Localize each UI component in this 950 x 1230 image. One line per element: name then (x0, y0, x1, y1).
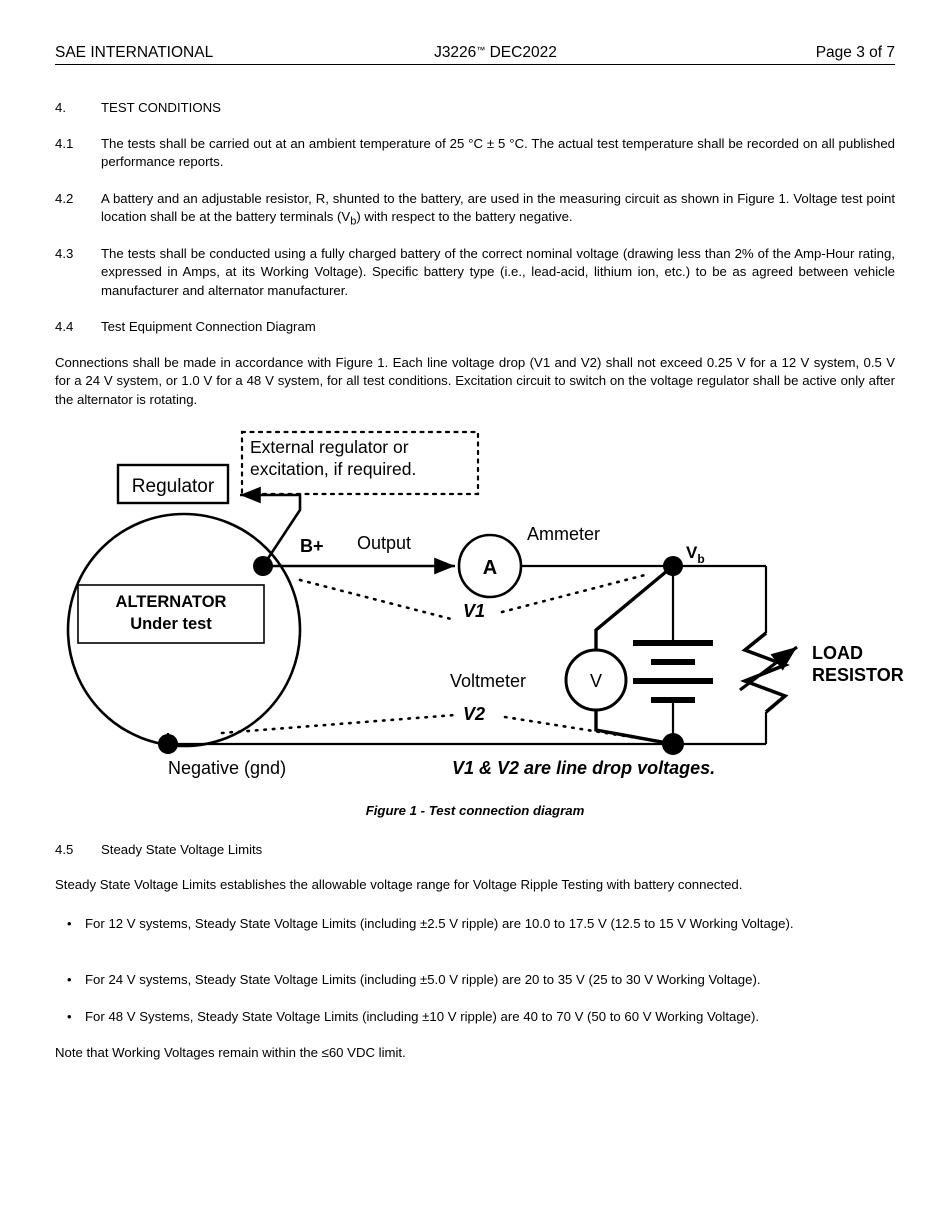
section-4-2-text-part-a: A battery and an adjustable resistor, R,… (101, 191, 895, 225)
section-4-4-title: Test Equipment Connection Diagram (101, 319, 316, 334)
output-label: Output (357, 533, 411, 553)
regulator-label: Regulator (132, 476, 215, 497)
b-plus-label: B+ (300, 536, 324, 556)
vb-subscript: b (350, 216, 357, 229)
section-4-title: TEST CONDITIONS (101, 100, 221, 115)
section-4-5-heading: 4.5 Steady State Voltage Limits (55, 841, 895, 859)
v2-label: V2 (463, 704, 485, 724)
section-4-3-number: 4.3 (55, 246, 74, 261)
load-resistor-adjust-arrow (739, 645, 798, 692)
alternator-body-circle (66, 512, 302, 748)
trademark-symbol: ™ (476, 45, 486, 55)
section-4-2-text-part-b: ) with respect to the battery negative. (356, 209, 573, 225)
bullet-marker: • (67, 1009, 72, 1024)
ammeter-label: Ammeter (527, 524, 600, 544)
header-doc-date: DEC2022 (485, 44, 557, 61)
alternator-label-line-2: Under test (130, 615, 212, 633)
negative-ground-label: Negative (gnd) (168, 758, 286, 778)
voltmeter-top-lead (594, 564, 675, 650)
page-header: SAE INTERNATIONAL J3226™ DEC2022 Page 3 … (55, 44, 895, 65)
bullet-item-24v: • For 24 V systems, Steady State Voltage… (55, 971, 895, 989)
section-4-3: 4.3 The tests shall be conducted using a… (55, 245, 895, 300)
vb-label: Vb (686, 543, 705, 566)
section-4-5-title: Steady State Voltage Limits (101, 842, 263, 857)
section-4-5-number: 4.5 (55, 842, 74, 857)
section-4-number: 4. (55, 100, 66, 115)
section-4-4-heading: 4.4 Test Equipment Connection Diagram (55, 318, 895, 336)
regulator-box (116, 463, 230, 505)
section-4-1: 4.1 The tests shall be carried out at an… (55, 135, 895, 172)
voltmeter-bottom-lead (594, 710, 674, 746)
section-4-3-text: The tests shall be conducted using a ful… (101, 246, 895, 298)
section-4-heading: 4. TEST CONDITIONS (55, 99, 895, 117)
regulator-feed-wire (240, 486, 302, 567)
v1-leader-right (500, 573, 647, 614)
alternator-label-line-1: ALTERNATOR (116, 593, 227, 611)
bullet-item-12v: • For 12 V systems, Steady State Voltage… (55, 915, 895, 933)
header-organization: SAE INTERNATIONAL (55, 44, 214, 61)
section-4-5-body: Steady State Voltage Limits establishes … (55, 877, 743, 892)
header-document-id: J3226™ DEC2022 (434, 44, 557, 62)
bullet-text: For 24 V systems, Steady State Voltage L… (85, 972, 761, 987)
bullet-item-48v: • For 48 V Systems, Steady State Voltage… (55, 1008, 895, 1026)
section-4-2-text: A battery and an adjustable resistor, R,… (101, 190, 895, 231)
section-4-2: 4.2 A battery and an adjustable resistor… (55, 190, 895, 231)
battery-negative-node (662, 733, 684, 755)
figure-1-caption: Figure 1 - Test connection diagram (365, 803, 585, 818)
section-4-4-number: 4.4 (55, 319, 74, 334)
alternator-label-box (77, 584, 265, 644)
section-4-2-number: 4.2 (55, 191, 74, 206)
v1-label: V1 (463, 601, 485, 621)
bullet-marker: • (67, 972, 72, 987)
figure-1-test-connection-diagram: External regulator or excitation, if req… (0, 415, 950, 790)
v2-leader-left (220, 713, 457, 735)
figure-footnote: V1 & V2 are line drop voltages. (452, 758, 715, 778)
load-resistor-label-line-2: RESISTOR (812, 665, 904, 685)
voltmeter-label: Voltmeter (450, 671, 526, 691)
section-4-1-text: The tests shall be carried out at an amb… (101, 136, 895, 170)
working-voltage-note: Note that Working Voltages remain within… (55, 1045, 406, 1060)
vb-label-subscript: b (697, 552, 704, 566)
bullet-text: For 12 V systems, Steady State Voltage L… (85, 916, 794, 931)
section-4-1-number: 4.1 (55, 136, 74, 151)
v2-leader-right (503, 715, 652, 742)
load-resistor-label-line-1: LOAD (812, 643, 863, 663)
callout-text-line-1: External regulator or (250, 437, 409, 457)
header-page-number: Page 3 of 7 (815, 44, 895, 61)
bullet-text: For 48 V Systems, Steady State Voltage L… (85, 1009, 760, 1024)
v1-leader-left (298, 578, 457, 622)
bullet-marker: • (67, 916, 72, 931)
callout-box-external-regulator (240, 430, 480, 496)
ammeter-symbol: A (483, 557, 497, 579)
header-doc-number: J3226 (434, 44, 477, 61)
section-4-4-body: Connections shall be made in accordance … (55, 355, 895, 407)
voltmeter-symbol: V (590, 671, 602, 691)
callout-text-line-2: excitation, if required. (250, 459, 416, 479)
